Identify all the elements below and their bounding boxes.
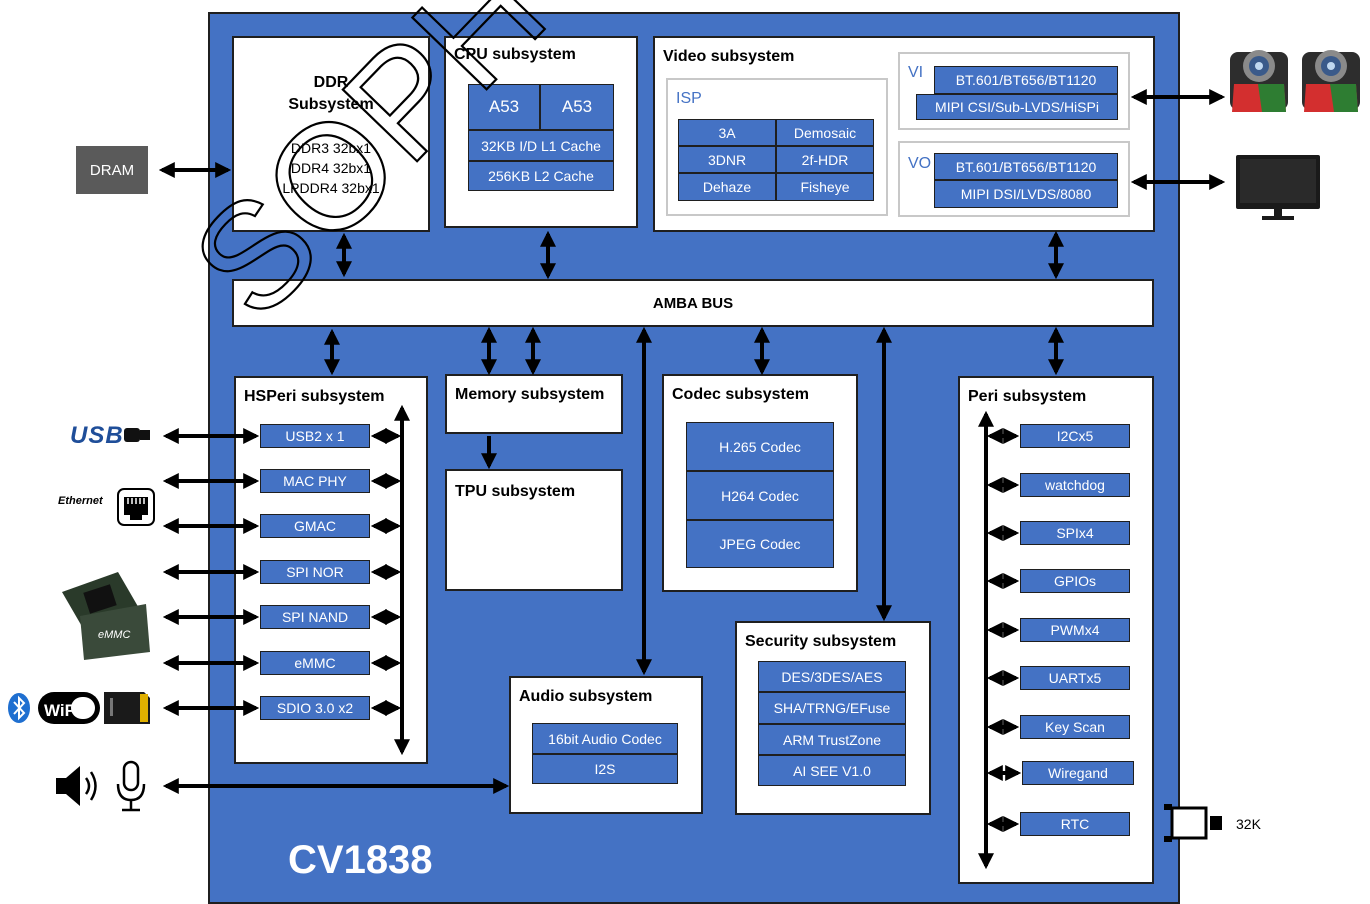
hsperi-gmac: GMAC [260,514,370,538]
hsperi-usb: USB2 x 1 [260,424,370,448]
cpu-core-1: A53 [468,84,540,130]
cpu-title: CPU subsystem [454,46,576,63]
camera-icon-2 [1302,50,1360,112]
audio-title: Audio subsystem [519,688,653,705]
isp-3a: 3A [678,119,776,146]
audio-i2s: I2S [532,754,678,784]
wifi-icon: WiFi [38,692,100,724]
codec-h264: H264 Codec [686,471,834,520]
isp-fisheye: Fisheye [776,173,874,201]
security-aisee: AI SEE V1.0 [758,755,906,786]
sd-card-icon [104,692,150,724]
amba-bus: AMBA BUS [232,279,1154,327]
hsperi-emmc: eMMC [260,651,370,675]
vo-mipi-block: MIPI DSI/LVDS/8080 [934,180,1118,208]
tpu-subsystem: TPU subsystem [445,469,623,591]
cpu-l2-cache: 256KB L2 Cache [468,161,614,191]
crystal-label: 32K [1236,816,1261,832]
camera-icon [1230,50,1288,112]
ddr-type-1: DDR3 32bx1 [290,140,372,156]
emmc-logo-text: eMMC [98,629,130,641]
codec-title: Codec subsystem [672,386,809,403]
chip-name: CV1838 [288,838,433,882]
vi-bt-block: BT.601/BT656/BT1120 [934,66,1118,94]
ddr-subsystem: DDR Subsystem DDR3 32bx1 DDR4 32bx1 LPDD… [232,36,430,232]
monitor-icon [1236,155,1320,220]
ethernet-port-icon [117,488,155,526]
codec-jpeg: JPEG Codec [686,520,834,568]
vi-mipi-block: MIPI CSI/Sub-LVDS/HiSPi [916,94,1118,120]
isp-3dnr: 3DNR [678,146,776,173]
cpu-core-2: A53 [540,84,614,130]
emmc-chip-icon: eMMC [62,572,150,660]
ddr-type-3: LPDDR4 32bx1 [282,180,380,196]
codec-h265: H.265 Codec [686,422,834,471]
ethernet-label: Ethernet [58,495,103,507]
audio-codec: 16bit Audio Codec [532,723,678,754]
memory-subsystem: Memory subsystem [445,374,623,434]
hsperi-title: HSPeri subsystem [244,388,385,405]
security-title: Security subsystem [745,633,897,650]
vo-label: VO [908,155,932,172]
hsperi-spi-nand: SPI NAND [260,605,370,629]
vo-bt-block: BT.601/BT656/BT1120 [934,153,1118,180]
isp-2f-hdr: 2f-HDR [776,146,874,173]
peri-gpio: GPIOs [1020,569,1130,593]
tpu-title: TPU subsystem [455,483,576,500]
usb-icon: USB [70,422,154,449]
hsperi-mac-phy: MAC PHY [260,469,370,493]
peri-spi: SPIx4 [1020,521,1130,545]
usb-logo-text: USB [70,422,124,449]
memory-title: Memory subsystem [455,386,605,403]
hsperi-sdio: SDIO 3.0 x2 [260,696,370,720]
security-des: DES/3DES/AES [758,661,906,692]
peri-keyscan: Key Scan [1020,715,1130,739]
vi-label: VI [908,64,924,81]
wifi-logo-text: WiFi [44,701,80,720]
ddr-title-line1: DDR [313,74,349,91]
video-title: Video subsystem [663,48,795,65]
isp-demosaic: Demosaic [776,119,874,146]
peri-rtc: RTC [1020,812,1130,836]
ddr-title-line2: Subsystem [288,96,374,113]
peri-uart: UARTx5 [1020,666,1130,690]
speaker-icon [56,766,97,806]
security-sha: SHA/TRNG/EFuse [758,692,906,724]
security-trustzone: ARM TrustZone [758,724,906,755]
peri-title: Peri subsystem [968,388,1087,405]
peri-pwm: PWMx4 [1020,618,1130,642]
dram-box: DRAM [76,146,148,194]
peri-i2c: I2Cx5 [1020,424,1130,448]
bluetooth-icon [8,693,30,723]
microphone-icon [116,760,146,812]
peri-wiegand: Wiregand [1022,761,1134,785]
isp-dehaze: Dehaze [678,173,776,201]
peri-watchdog: watchdog [1020,473,1130,497]
ddr-type-2: DDR4 32bx1 [290,160,372,176]
cpu-l1-cache: 32KB I/D L1 Cache [468,130,614,161]
hsperi-spi-nor: SPI NOR [260,560,370,584]
isp-label: ISP [676,90,702,107]
